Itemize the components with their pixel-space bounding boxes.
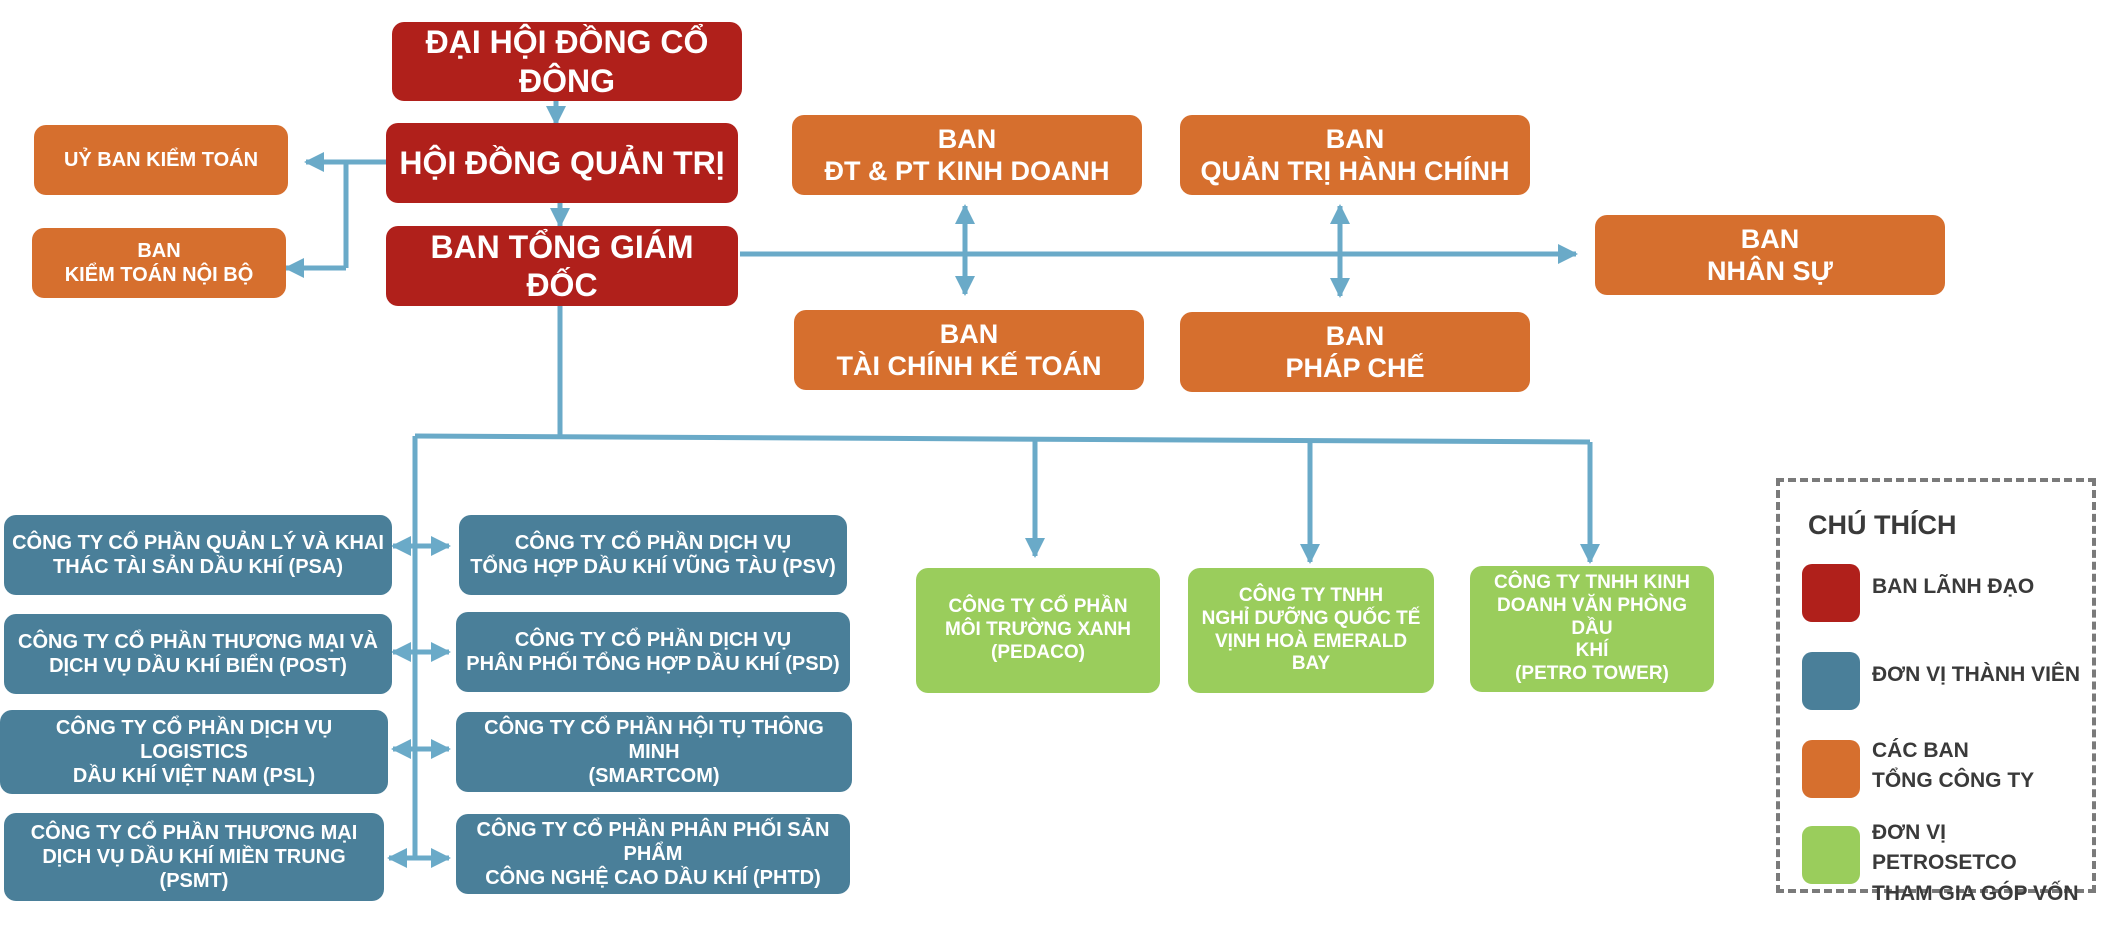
node-label: NHÂN SỰ <box>1707 256 1833 286</box>
node-label: DẦU KHÍ VIỆT NAM (PSL) <box>72 765 316 787</box>
legend-label-line: BAN LÃNH ĐẠO <box>1872 575 2035 598</box>
node-label: CÔNG TY CỔ PHẦN QUẢN LÝ VÀ KHAI <box>12 532 384 554</box>
node-label: DỊCH VỤ DẦU KHÍ BIỂN (POST) <box>49 655 347 677</box>
node-label: DOANH VĂN PHÒNG DẦU <box>1496 594 1687 639</box>
node-label: (PETRO TOWER) <box>1515 663 1669 685</box>
legend-label-line: ĐƠN VỊ PETROSETCO <box>1872 821 2017 875</box>
node-label: CÔNG TY CỔ PHẦN DỊCH VỤ <box>514 629 792 651</box>
node-label: BAN <box>939 318 999 349</box>
legend: CHÚ THÍCH BAN LÃNH ĐẠO ĐƠN VỊ THÀNH VIÊN… <box>1776 478 2096 905</box>
node-label: CÔNG TY CỔ PHẦN THƯƠNG MẠI <box>30 822 358 844</box>
node-label: CÔNG TY CỔ PHẦN <box>948 596 1128 618</box>
node-label: CÔNG TY CỔ PHẦN HỘI TỤ THÔNG MINH <box>484 717 824 763</box>
node-hoi-dong-quan-tri: HỘI ĐỒNG QUẢN TRỊ <box>386 123 738 203</box>
legend-label-line: CÁC BAN <box>1872 739 1969 762</box>
node-label: TÀI CHÍNH KẾ TOÁN <box>836 351 1102 381</box>
node-label: UỶ BAN KIỂM TOÁN <box>63 149 259 171</box>
node-label: BAN <box>1325 123 1385 154</box>
node-ban-dt-pt-kinh-doanh: BAN ĐT & PT KINH DOANH <box>792 115 1142 195</box>
node-label: CÔNG TY TNHH <box>1238 584 1384 606</box>
node-label: BAN <box>137 240 181 262</box>
node-ban-quan-tri-hanh-chinh: BAN QUẢN TRỊ HÀNH CHÍNH <box>1180 115 1530 195</box>
node-label: DỊCH VỤ DẦU KHÍ MIỀN TRUNG (PSMT) <box>42 846 346 892</box>
legend-label-line: TỔNG CÔNG TY <box>1872 769 2035 793</box>
legend-swatch-invested-units <box>1802 826 1860 884</box>
legend-swatch-member-units <box>1802 652 1860 710</box>
node-invested-petro-tower: CÔNG TY TNHH KINH DOANH VĂN PHÒNG DẦU KH… <box>1470 566 1714 692</box>
node-invested-pedaco: CÔNG TY CỔ PHẦN MÔI TRƯỜNG XANH (PEDACO) <box>916 568 1160 693</box>
node-label: CÔNG TY CỔ PHẦN DỊCH VỤ <box>514 532 792 554</box>
legend-label-line: THAM GIA GÓP VỐN <box>1872 881 2079 905</box>
node-label: BAN <box>1325 320 1385 351</box>
node-member-psa: CÔNG TY CỔ PHẦN QUẢN LÝ VÀ KHAI THÁC TÀI… <box>4 515 392 595</box>
node-label: CÔNG NGHỆ CAO DẦU KHÍ (PHTD) <box>485 867 821 889</box>
node-label: QUẢN TRỊ HÀNH CHÍNH <box>1200 156 1510 186</box>
node-member-psmt: CÔNG TY CỔ PHẦN THƯƠNG MẠI DỊCH VỤ DẦU K… <box>4 813 384 901</box>
node-member-psl: CÔNG TY CỔ PHẦN DỊCH VỤ LOGISTICS DẦU KH… <box>0 710 388 794</box>
node-label: CÔNG TY TNHH KINH <box>1494 572 1690 593</box>
node-label: ĐT & PT KINH DOANH <box>824 156 1110 186</box>
node-label: MÔI TRƯỜNG XANH <box>944 619 1132 641</box>
node-member-phtd: CÔNG TY CỔ PHẦN PHÂN PHỐI SẢN PHẨM CÔNG … <box>456 814 850 894</box>
legend-label-departments: CÁC BAN TỔNG CÔNG TY <box>1872 736 2034 797</box>
node-label: HỘI ĐỒNG QUẢN TRỊ <box>399 144 725 181</box>
node-ban-tai-chinh-ke-toan: BAN TÀI CHÍNH KẾ TOÁN <box>794 310 1144 390</box>
node-label: BAN <box>937 123 997 154</box>
node-label: TỔNG HỢP DẦU KHÍ VŨNG TÀU (PSV) <box>470 556 836 578</box>
node-uy-ban-kiem-toan: UỶ BAN KIỂM TOÁN <box>34 125 288 195</box>
node-member-psd: CÔNG TY CỔ PHẦN DỊCH VỤ PHÂN PHỐI TỔNG H… <box>456 612 850 692</box>
node-ban-phap-che: BAN PHÁP CHẾ <box>1180 312 1530 392</box>
node-label: CÔNG TY CỔ PHẦN THƯƠNG MẠI VÀ <box>18 631 378 653</box>
node-label: ĐẠI HỘI ĐỒNG CỔ ĐÔNG <box>425 24 709 99</box>
node-label: CÔNG TY CỔ PHẦN DỊCH VỤ LOGISTICS <box>55 717 333 763</box>
node-label: PHÂN PHỐI TỔNG HỢP DẦU KHÍ (PSD) <box>466 653 840 675</box>
node-label: BAN TỔNG GIÁM ĐỐC <box>430 228 694 303</box>
node-label: KHÍ <box>1575 640 1609 662</box>
node-ban-kiem-toan-noi-bo: BAN KIỂM TOÁN NỘI BỘ <box>32 228 286 298</box>
node-member-smartcom: CÔNG TY CỔ PHẦN HỘI TỤ THÔNG MINH (SMART… <box>456 712 852 792</box>
node-label: PHÁP CHẾ <box>1285 353 1425 383</box>
node-ban-nhan-su: BAN NHÂN SỰ <box>1595 215 1945 295</box>
node-label: VỊNH HOÀ EMERALD BAY <box>1214 630 1408 675</box>
legend-label-line: ĐƠN VỊ THÀNH VIÊN <box>1872 663 2081 686</box>
node-member-post: CÔNG TY CỔ PHẦN THƯƠNG MẠI VÀ DỊCH VỤ DẦ… <box>4 614 392 694</box>
node-label: BAN <box>1740 223 1800 254</box>
legend-title: CHÚ THÍCH <box>1808 510 1957 540</box>
node-label: NGHỈ DƯỠNG QUỐC TẾ <box>1201 607 1421 629</box>
legend-label-leadership: BAN LÃNH ĐẠO <box>1872 572 2034 602</box>
node-label: (SMARTCOM) <box>588 765 720 787</box>
node-ban-tong-giam-doc: BAN TỔNG GIÁM ĐỐC <box>386 226 738 306</box>
node-invested-emerald-bay: CÔNG TY TNHH NGHỈ DƯỠNG QUỐC TẾ VỊNH HOÀ… <box>1188 568 1434 693</box>
legend-label-invested-units: ĐƠN VỊ PETROSETCO THAM GIA GÓP VỐN <box>1872 818 2092 909</box>
node-member-psv: CÔNG TY CỔ PHẦN DỊCH VỤ TỔNG HỢP DẦU KHÍ… <box>459 515 847 595</box>
legend-swatch-departments <box>1802 740 1860 798</box>
node-label: KIỂM TOÁN NỘI BỘ <box>64 264 254 286</box>
node-label: CÔNG TY CỔ PHẦN PHÂN PHỐI SẢN PHẨM <box>476 819 830 865</box>
legend-label-member-units: ĐƠN VỊ THÀNH VIÊN <box>1872 660 2080 690</box>
node-label: THÁC TÀI SẢN DẦU KHÍ (PSA) <box>53 556 343 578</box>
legend-swatch-leadership <box>1802 564 1860 622</box>
node-label: (PEDACO) <box>991 641 1085 663</box>
node-dai-hoi-dong-co-dong: ĐẠI HỘI ĐỒNG CỔ ĐÔNG <box>392 22 742 101</box>
